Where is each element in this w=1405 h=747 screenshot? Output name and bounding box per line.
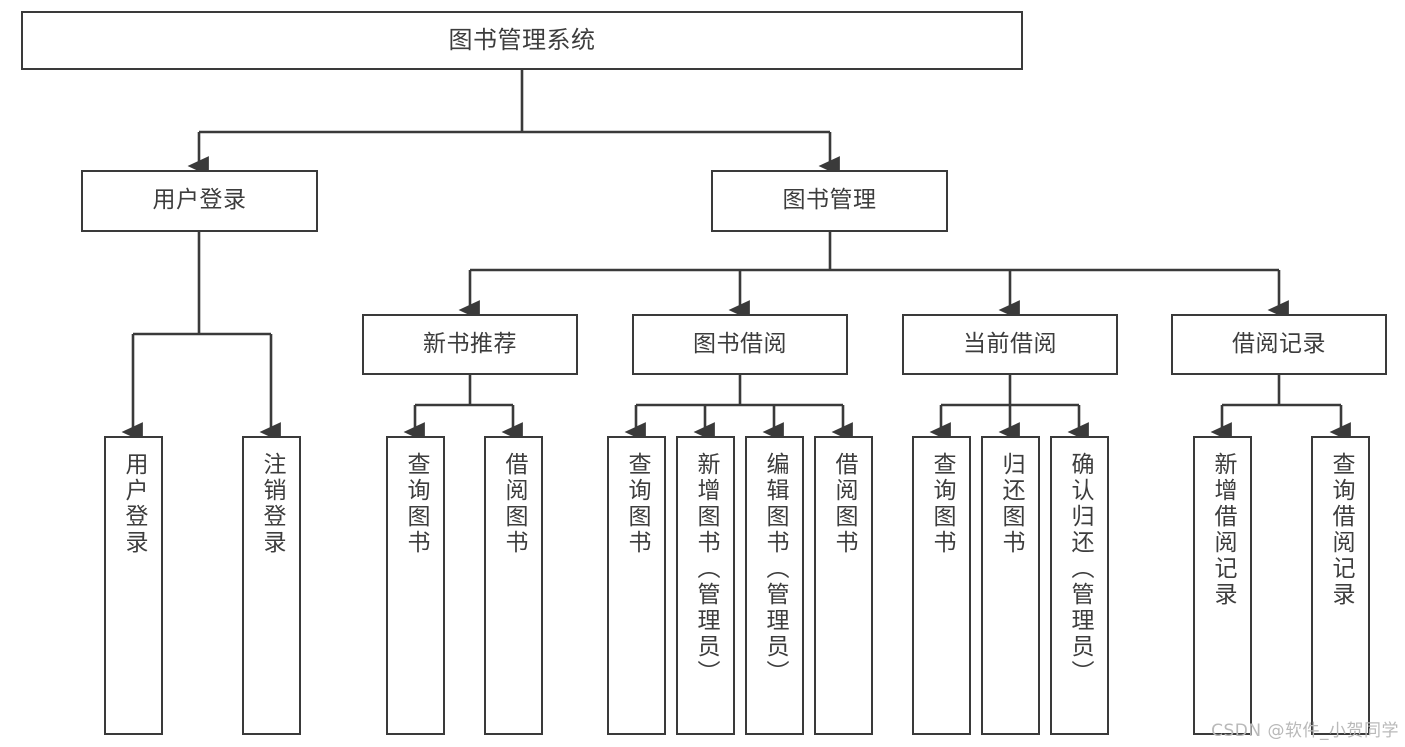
node-book-manage[interactable]: 图书管理 — [711, 170, 948, 232]
node-current-borrow-label: 当前借阅 — [963, 330, 1057, 357]
leaf-user-login-login-label: 用户登录 — [121, 452, 147, 556]
leaf-recommend-query-book[interactable]: 查询图书 — [386, 436, 445, 735]
leaf-user-login-logout-label: 注销登录 — [259, 452, 285, 556]
csdn-watermark: CSDN @软件_小贺同学 — [1211, 721, 1399, 741]
leaf-borrow-edit-book-label: 编辑图书（管理员） — [762, 452, 788, 686]
leaf-borrow-add-book[interactable]: 新增图书（管理员） — [676, 436, 735, 735]
node-book-borrow[interactable]: 图书借阅 — [632, 314, 848, 375]
leaf-current-confirm-return-label: 确认归还（管理员） — [1067, 452, 1093, 686]
leaf-record-add-record-label: 新增借阅记录 — [1210, 452, 1236, 608]
node-root-label: 图书管理系统 — [448, 26, 596, 55]
node-borrow-record[interactable]: 借阅记录 — [1171, 314, 1387, 375]
node-book-borrow-label: 图书借阅 — [693, 330, 787, 357]
leaf-current-query-book[interactable]: 查询图书 — [912, 436, 971, 735]
leaf-current-query-book-label: 查询图书 — [929, 452, 955, 556]
leaf-borrow-borrow-book[interactable]: 借阅图书 — [814, 436, 873, 735]
node-borrow-record-label: 借阅记录 — [1232, 330, 1326, 357]
node-new-book-recommend-label: 新书推荐 — [423, 330, 517, 357]
node-new-book-recommend[interactable]: 新书推荐 — [362, 314, 578, 375]
leaf-recommend-query-book-label: 查询图书 — [403, 452, 429, 556]
leaf-recommend-borrow-book[interactable]: 借阅图书 — [484, 436, 543, 735]
leaf-current-confirm-return[interactable]: 确认归还（管理员） — [1050, 436, 1109, 735]
leaf-user-login-login[interactable]: 用户登录 — [104, 436, 163, 735]
leaf-record-add-record[interactable]: 新增借阅记录 — [1193, 436, 1252, 735]
leaf-borrow-edit-book[interactable]: 编辑图书（管理员） — [745, 436, 804, 735]
leaf-borrow-query-book-label: 查询图书 — [624, 452, 650, 556]
node-user-login-label: 用户登录 — [152, 187, 247, 214]
leaf-current-return-book-label: 归还图书 — [998, 452, 1024, 556]
node-user-login[interactable]: 用户登录 — [81, 170, 318, 232]
leaf-record-query-record[interactable]: 查询借阅记录 — [1311, 436, 1370, 735]
leaf-borrow-borrow-book-label: 借阅图书 — [831, 452, 857, 556]
leaf-record-query-record-label: 查询借阅记录 — [1328, 452, 1354, 608]
leaf-user-login-logout[interactable]: 注销登录 — [242, 436, 301, 735]
node-current-borrow[interactable]: 当前借阅 — [902, 314, 1118, 375]
node-book-manage-label: 图书管理 — [782, 187, 877, 214]
leaf-borrow-add-book-label: 新增图书（管理员） — [693, 452, 719, 686]
leaf-borrow-query-book[interactable]: 查询图书 — [607, 436, 666, 735]
leaf-current-return-book[interactable]: 归还图书 — [981, 436, 1040, 735]
leaf-recommend-borrow-book-label: 借阅图书 — [501, 452, 527, 556]
node-root[interactable]: 图书管理系统 — [21, 11, 1023, 70]
